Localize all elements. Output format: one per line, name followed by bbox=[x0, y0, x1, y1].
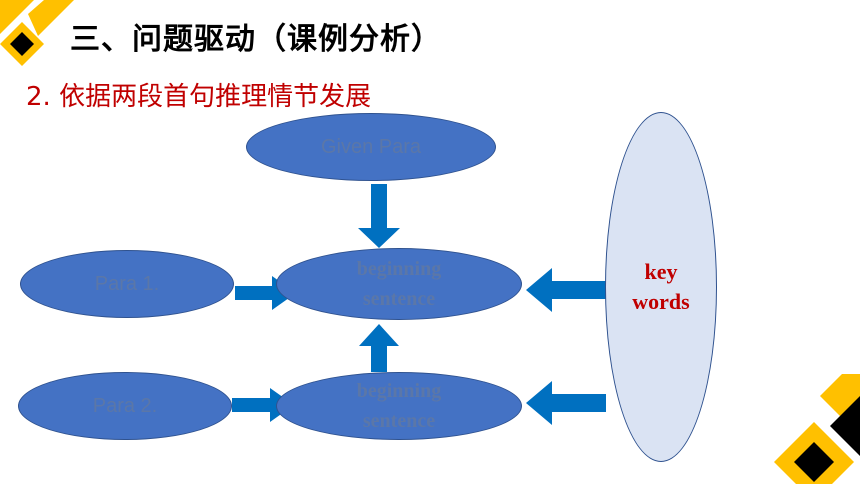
arrow-up bbox=[359, 324, 399, 372]
given-para-node: Given Para bbox=[246, 113, 496, 181]
keywords-label: key words bbox=[632, 259, 690, 314]
corner-decoration-bottom-right bbox=[774, 374, 860, 484]
beginning-sentence-label-2: beginning sentence bbox=[356, 380, 442, 432]
page-title: 三、问题驱动（课例分析） bbox=[70, 22, 442, 57]
para2-label: Para 2. bbox=[92, 394, 158, 417]
para2-node: Para 2. bbox=[18, 372, 232, 440]
keywords-node: key words bbox=[605, 112, 717, 462]
given-para-label: Given Para bbox=[320, 135, 422, 158]
section-subtitle: 2. 依据两段首句推理情节发展 bbox=[26, 82, 372, 112]
beginning-sentence-node-1: beginning sentence bbox=[276, 248, 522, 320]
arrow-left-upper bbox=[526, 268, 606, 312]
corner-decoration-top-left bbox=[0, 0, 74, 66]
para1-label: Para 1. bbox=[94, 272, 160, 295]
para1-node: Para 1. bbox=[20, 250, 234, 318]
arrow-down bbox=[358, 184, 400, 248]
beginning-sentence-node-2: beginning sentence bbox=[276, 372, 522, 440]
arrow-left-lower bbox=[526, 381, 606, 425]
beginning-sentence-label-1: beginning sentence bbox=[356, 258, 442, 310]
